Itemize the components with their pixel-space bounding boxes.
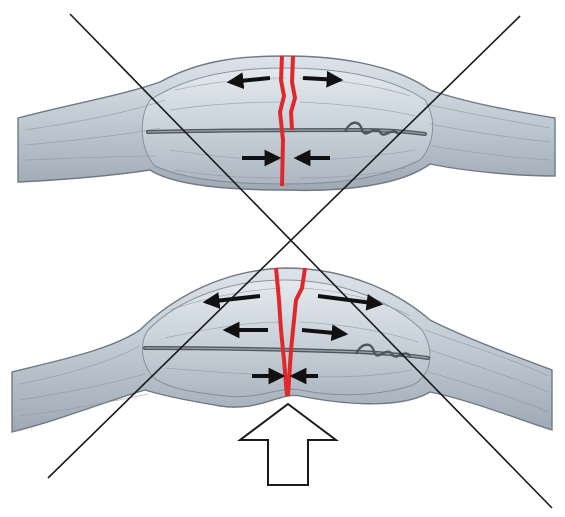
top-arrow-right-upper xyxy=(303,78,340,80)
bottom-panel xyxy=(12,268,552,485)
top-panel xyxy=(18,56,555,190)
hollow-up-arrow-icon xyxy=(240,404,336,485)
top-callus-outline xyxy=(142,68,432,184)
